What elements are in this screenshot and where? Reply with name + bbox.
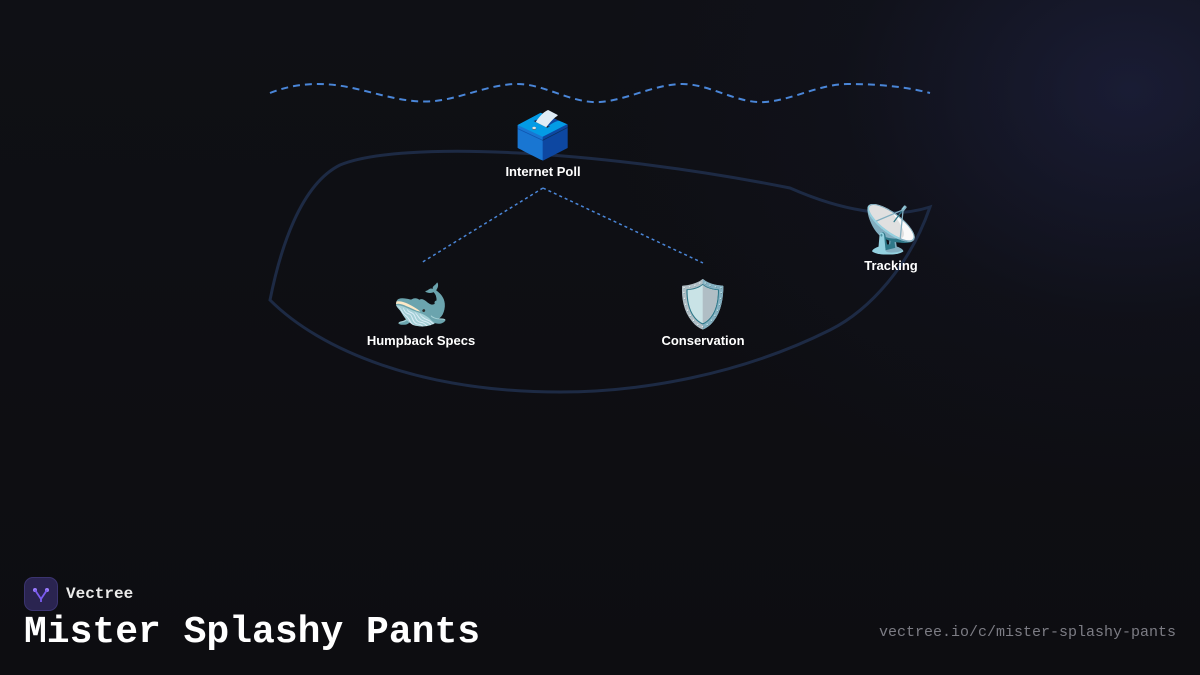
node-internet-poll[interactable]: 🗳️ Internet Poll	[453, 108, 633, 179]
share-url[interactable]: vectree.io/c/mister-splashy-pants	[878, 624, 1176, 641]
page-title: Mister Splashy Pants	[24, 611, 481, 654]
node-label: Humpback Specs	[366, 333, 476, 348]
node-label: Internet Poll	[505, 164, 581, 179]
node-label: Tracking	[864, 258, 918, 273]
node-tracking[interactable]: 📡 Tracking	[801, 202, 981, 273]
edge-poll-humpback	[420, 187, 544, 264]
brand[interactable]: Vectree	[24, 577, 133, 611]
edge-poll-conservation	[542, 187, 704, 264]
wave-line	[269, 82, 931, 104]
shield-icon: 🛡️	[674, 277, 732, 331]
whale-icon: 🐋	[392, 277, 450, 331]
node-label: Conservation	[661, 333, 745, 348]
whale-outline	[268, 149, 933, 394]
satellite-dish-icon: 📡	[862, 202, 920, 256]
ballot-box-icon: 🗳️	[514, 108, 572, 162]
node-conservation[interactable]: 🛡️ Conservation	[613, 277, 793, 348]
brand-name: Vectree	[66, 585, 134, 603]
node-humpback-specs[interactable]: 🐋 Humpback Specs	[331, 277, 511, 348]
vectree-tree-icon	[24, 577, 58, 611]
